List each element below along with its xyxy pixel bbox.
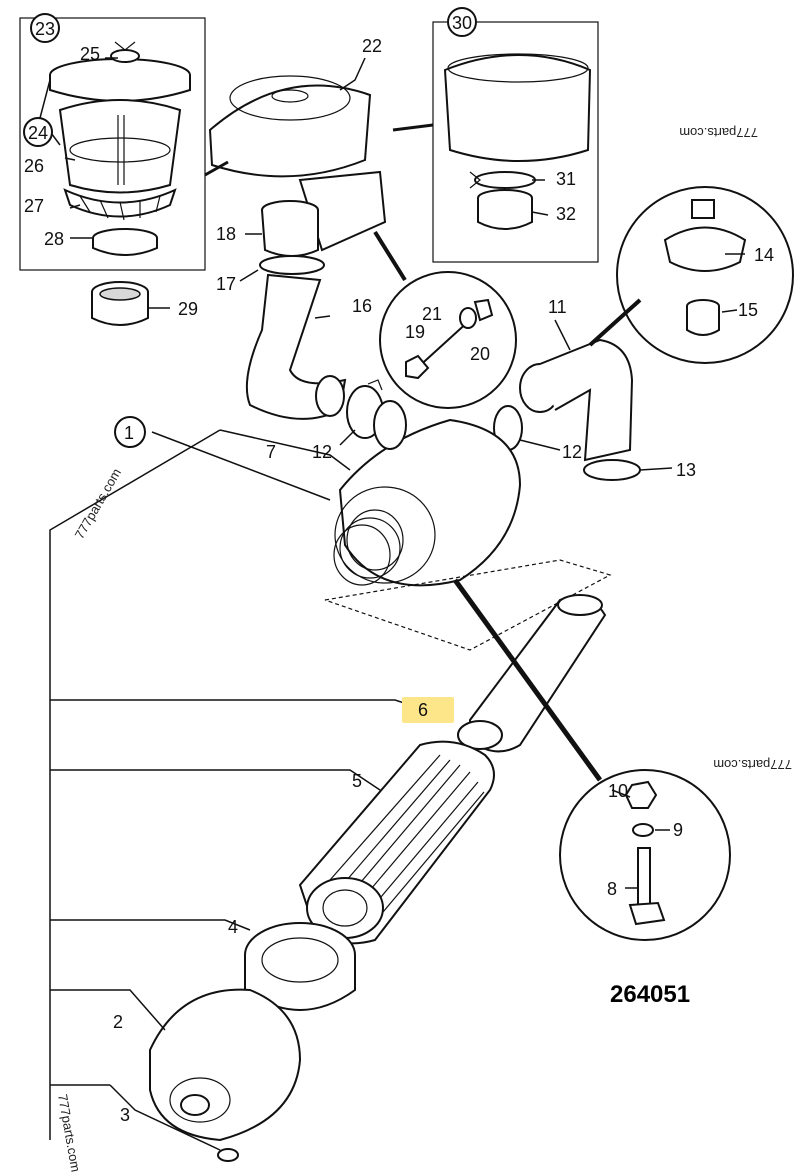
callout-28: 28 <box>44 229 64 249</box>
part-29-sleeve <box>91 281 149 326</box>
callout-15: 15 <box>738 300 758 320</box>
callout-7: 7 <box>266 442 276 462</box>
callout-20: 20 <box>470 344 490 364</box>
part-5-main-filter-element <box>298 740 495 945</box>
callout-9: 9 <box>673 820 683 840</box>
callout-30: 30 <box>452 13 472 33</box>
inset-30-cap-assembly <box>432 21 599 263</box>
callout-16: 16 <box>352 296 372 316</box>
leader-inset-30 <box>392 123 434 132</box>
callout-8: 8 <box>607 879 617 899</box>
callout-29: 29 <box>178 299 198 319</box>
callout-2: 2 <box>113 1012 123 1032</box>
callout-17: 17 <box>216 274 236 294</box>
inset-23-precleaner <box>19 17 206 271</box>
part-17-clamp <box>259 255 325 275</box>
detail-circle-bolt-8-10 <box>559 769 731 941</box>
detail-leader-8-10 <box>452 578 603 782</box>
part-3-dust-valve <box>217 1148 239 1162</box>
part-7-filter-housing <box>333 400 522 587</box>
callout-21: 21 <box>422 304 442 324</box>
detail-circle-valve-14-15 <box>616 186 794 364</box>
assembly-bracket-1 <box>49 429 380 1140</box>
callout-22: 22 <box>362 36 382 56</box>
callout-5: 5 <box>352 771 362 791</box>
callout-23: 23 <box>35 19 55 39</box>
part-22-dome-cap <box>208 75 372 178</box>
callout-6: 6 <box>418 700 428 720</box>
part-2-end-cap <box>149 988 302 1142</box>
callout-24-circle <box>23 117 53 147</box>
callout-3: 3 <box>120 1105 130 1125</box>
callout-14: 14 <box>754 245 774 265</box>
detail-circle-bolt-19-21 <box>379 271 517 409</box>
callout-19: 19 <box>405 322 425 342</box>
watermark-mid-right: 777parts.com <box>713 757 792 772</box>
callout-6-highlight <box>402 697 454 723</box>
callout-32: 32 <box>556 204 576 224</box>
part-13-clamp <box>583 459 641 481</box>
callout-11: 11 <box>548 297 567 317</box>
detail-leader-19-21 <box>373 230 407 282</box>
part-16-elbow-hose <box>245 273 347 420</box>
callout-25: 25 <box>80 44 100 64</box>
callout-23-circle <box>30 13 60 43</box>
leader-lines <box>39 57 745 1151</box>
callout-12b: 12 <box>562 442 582 462</box>
callout-31: 31 <box>556 169 576 189</box>
callout-1: 1 <box>124 423 134 443</box>
callout-10: 10 <box>608 781 628 801</box>
callout-13: 13 <box>676 460 696 480</box>
part-11-elbow-tube <box>519 338 634 462</box>
part-18-hose-adapter <box>261 200 319 257</box>
mounting-plate-outline <box>324 559 612 651</box>
callout-12a: 12 <box>312 442 332 462</box>
watermark-bottom-left: 777parts.com <box>55 1093 83 1173</box>
callout-18: 18 <box>216 224 236 244</box>
catalog-number: 264051 <box>610 981 690 1008</box>
detail-leader-14-15 <box>588 298 642 347</box>
callout-27: 27 <box>24 196 44 216</box>
callout-24: 24 <box>28 123 48 143</box>
part-6-safety-element <box>457 594 607 753</box>
leader-inset-23 <box>204 160 229 177</box>
watermark-top-right: 777parts.com <box>679 125 758 140</box>
callout-30-circle <box>447 7 477 37</box>
callout-26: 26 <box>24 156 44 176</box>
callout-4: 4 <box>228 917 238 937</box>
watermark-left: 777parts.com <box>72 466 124 542</box>
callout-1-circle <box>114 416 146 448</box>
